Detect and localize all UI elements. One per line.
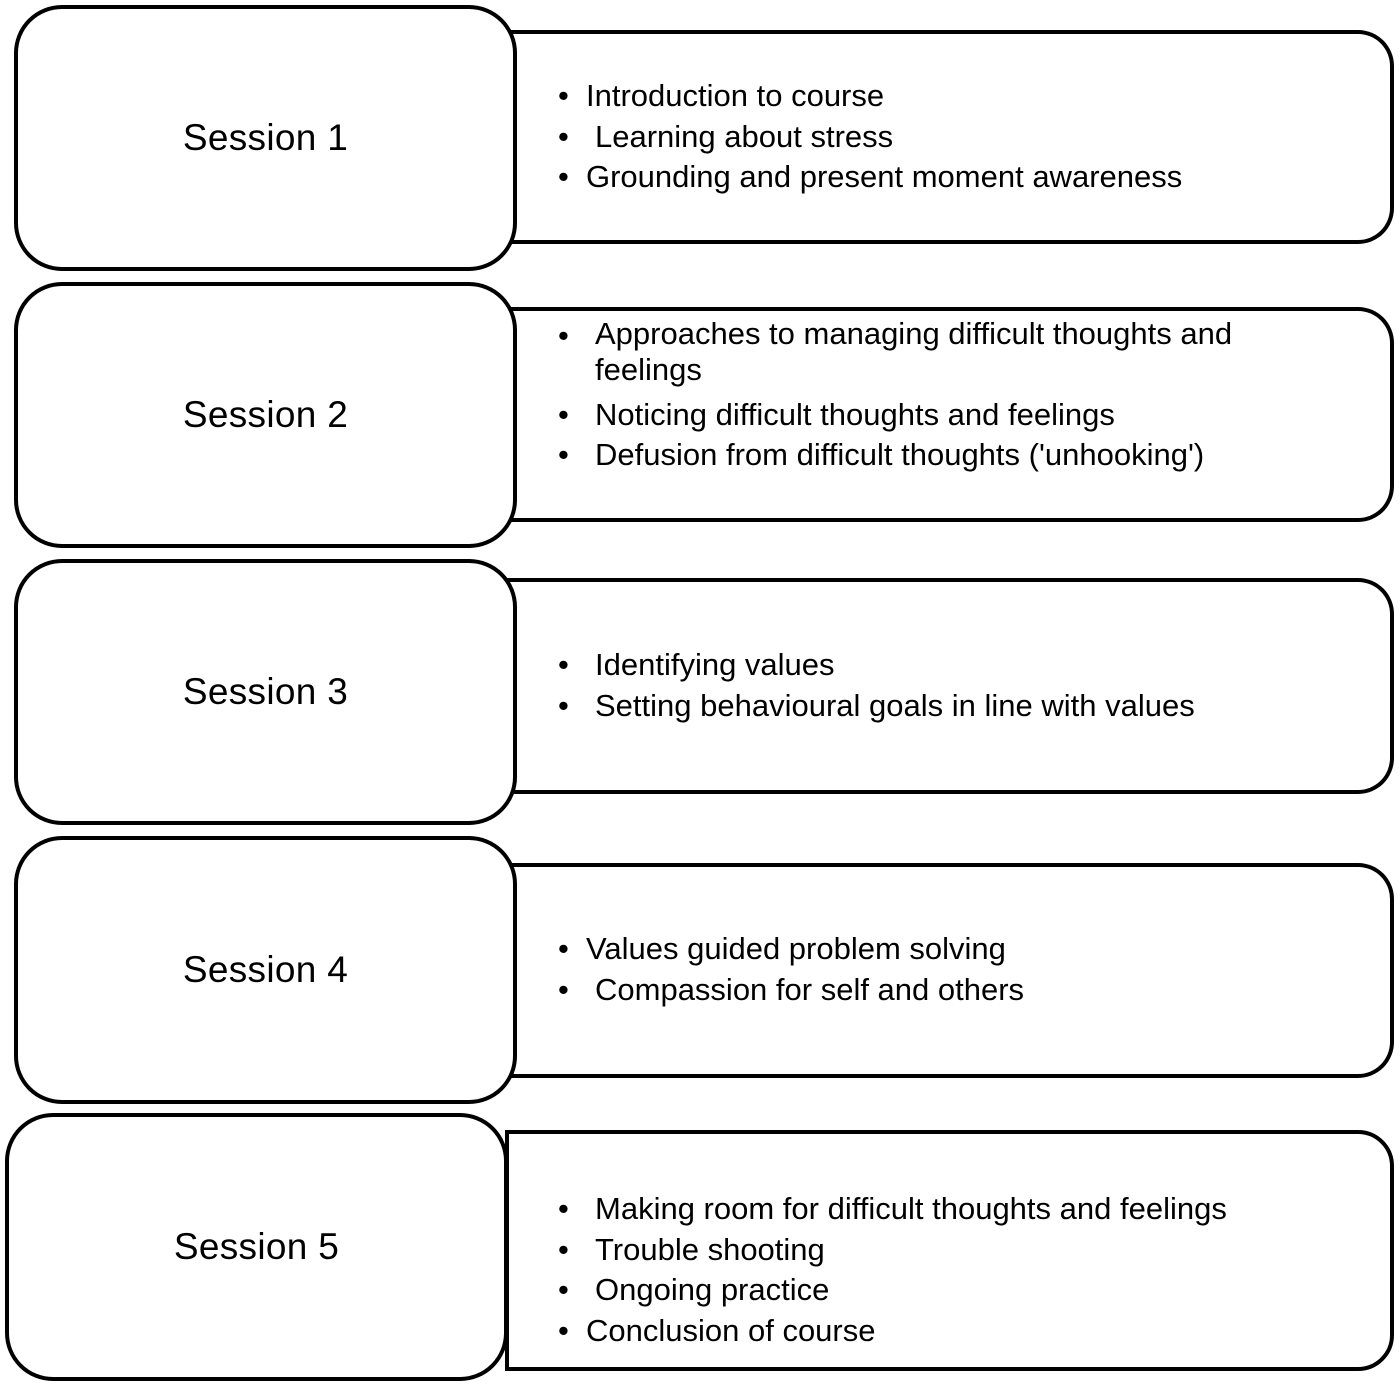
session-4-topic-list: •Values guided problem solving •Compassi… — [558, 929, 1024, 1010]
session-1-content-box — [505, 30, 1394, 244]
session-4-label: Session 4 — [182, 949, 349, 990]
session-1-topic: •Introduction to course — [558, 78, 885, 113]
session-5-content-box — [505, 1130, 1394, 1371]
session-5-topic: •Trouble shooting — [558, 1231, 825, 1267]
session-4-box: Session 4 — [14, 836, 517, 1104]
session-3-content-box — [505, 578, 1394, 794]
session-1-topic-list: •Introduction to course •Learning about … — [558, 76, 1182, 198]
session-2-content-box — [505, 307, 1394, 522]
session-5-topic: •Ongoing practice — [558, 1272, 830, 1307]
session-5-topic: •Conclusion of course — [558, 1312, 876, 1348]
session-3-topic-list: •Identifying values •Setting behavioural… — [558, 645, 1195, 726]
session-3-topic: •Setting behavioural goals in line with … — [558, 687, 1195, 723]
session-3-box: Session 3 — [14, 559, 517, 825]
session-2-topic: •Defusion from difficult thoughts ('unho… — [558, 437, 1205, 472]
session-2-topic-list: •Approaches to managing difficult though… — [558, 316, 1305, 476]
session-1-topic: •Grounding and present moment awareness — [558, 159, 1183, 194]
session-2-topic: •Approaches to managing difficult though… — [558, 316, 1233, 387]
session-2-label: Session 2 — [182, 394, 349, 435]
session-3-label: Session 3 — [182, 671, 349, 712]
session-5-box: Session 5 — [5, 1113, 508, 1381]
session-5-topic: •Making room for difficult thoughts and … — [558, 1191, 1227, 1226]
session-2-topic: •Noticing difficult thoughts and feeling… — [558, 396, 1115, 432]
session-1-label: Session 1 — [182, 117, 349, 158]
session-4-topic: •Compassion for self and others — [558, 971, 1025, 1007]
session-1-topic: •Learning about stress — [558, 118, 894, 154]
session-1-box: Session 1 — [14, 5, 517, 271]
session-4-content-box — [505, 863, 1394, 1078]
session-2-box: Session 2 — [14, 282, 517, 548]
session-5-topic-list: •Making room for difficult thoughts and … — [558, 1189, 1227, 1351]
session-5-label: Session 5 — [173, 1226, 340, 1267]
session-4-topic: •Values guided problem solving — [558, 931, 1006, 966]
session-3-topic: •Identifying values — [558, 647, 835, 682]
